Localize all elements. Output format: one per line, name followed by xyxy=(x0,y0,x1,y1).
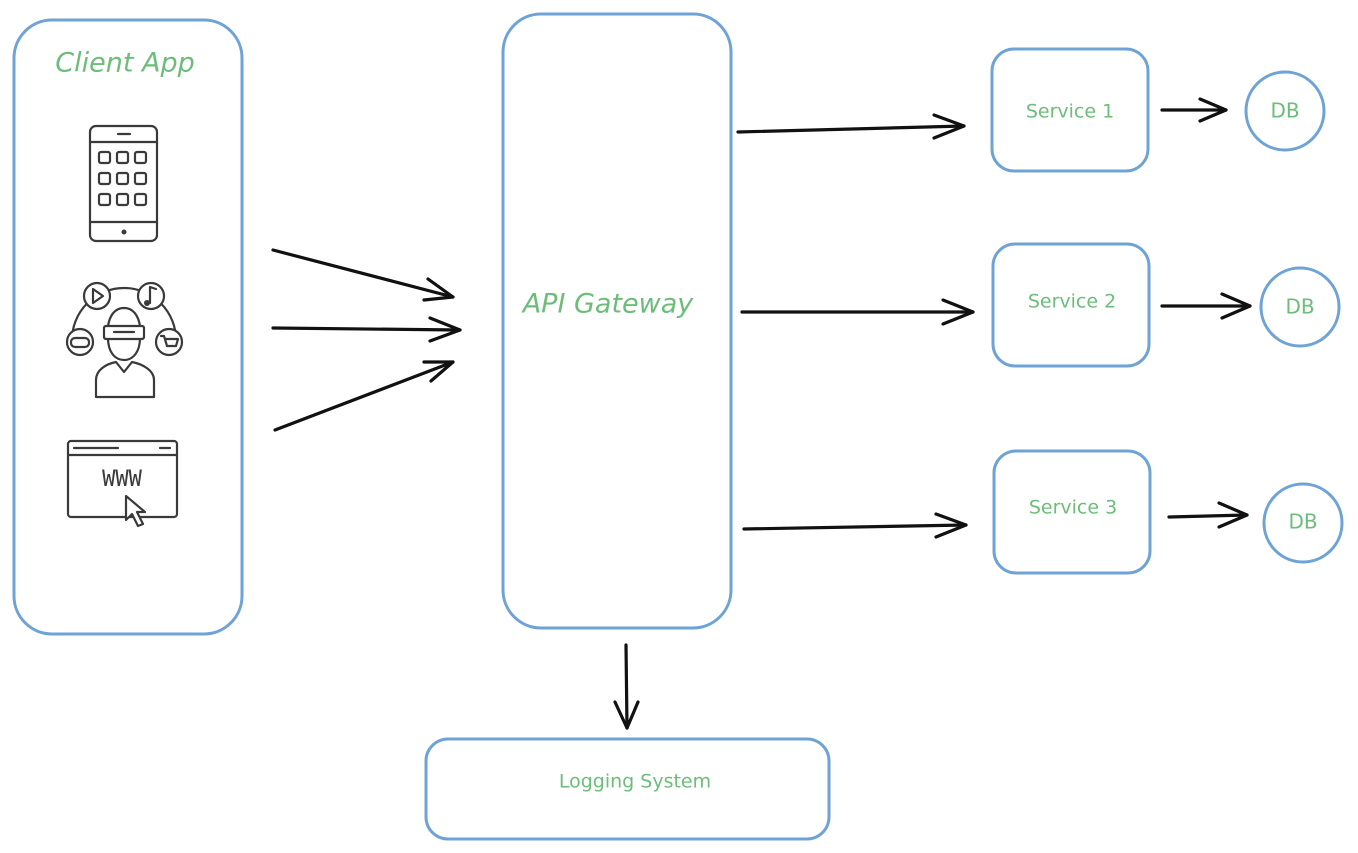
client-app-node: Client App xyxy=(12,18,244,636)
api-gateway-box xyxy=(501,12,733,630)
db-1-label: DB xyxy=(1270,99,1299,123)
service-1-node: Service 1 xyxy=(990,47,1150,173)
db-3-node: DB xyxy=(1262,482,1344,564)
service-3-node: Service 3 xyxy=(992,449,1152,575)
db-3-label: DB xyxy=(1288,510,1317,534)
arrow-gateway-to-service-3 xyxy=(742,512,968,539)
api-gateway-node: API Gateway xyxy=(501,12,733,630)
db-1-node: DB xyxy=(1244,70,1326,152)
logging-system-node: Logging System xyxy=(424,737,831,841)
db-3-circle xyxy=(1262,482,1344,564)
arrow-client-to-gateway-1 xyxy=(271,248,455,302)
arrow-service-2-to-db xyxy=(1160,292,1252,320)
db-1-circle xyxy=(1244,70,1326,152)
client-app-box xyxy=(12,18,244,636)
service-1-box xyxy=(990,47,1150,173)
arrow-service-3-to-db xyxy=(1167,501,1249,529)
service-3-box xyxy=(992,449,1152,575)
svg-text:WWW: WWW xyxy=(102,467,142,492)
service-3-label: Service 3 xyxy=(1029,497,1117,519)
db-2-circle xyxy=(1259,266,1341,348)
api-gateway-label: API Gateway xyxy=(521,289,695,320)
logging-system-label: Logging System xyxy=(559,771,711,793)
arrow-gateway-to-logging xyxy=(613,643,640,730)
service-1-label: Service 1 xyxy=(1026,101,1114,123)
db-2-node: DB xyxy=(1259,266,1341,348)
mobile-app-icon xyxy=(88,124,159,243)
arrow-client-to-gateway-3 xyxy=(273,360,455,432)
db-2-label: DB xyxy=(1285,295,1314,319)
arrow-service-1-to-db xyxy=(1160,97,1228,123)
vr-entertainment-user-icon xyxy=(65,281,184,399)
logging-system-box xyxy=(424,737,831,841)
service-2-box xyxy=(991,242,1151,368)
arrow-gateway-to-service-2 xyxy=(740,298,975,326)
service-2-node: Service 2 xyxy=(991,242,1151,368)
arrow-gateway-to-service-1 xyxy=(736,113,966,140)
service-2-label: Service 2 xyxy=(1028,291,1116,313)
arrow-client-to-gateway-2 xyxy=(271,316,462,343)
web-browser-www-icon: WWW xyxy=(66,439,179,528)
client-app-label: Client App xyxy=(55,48,195,79)
